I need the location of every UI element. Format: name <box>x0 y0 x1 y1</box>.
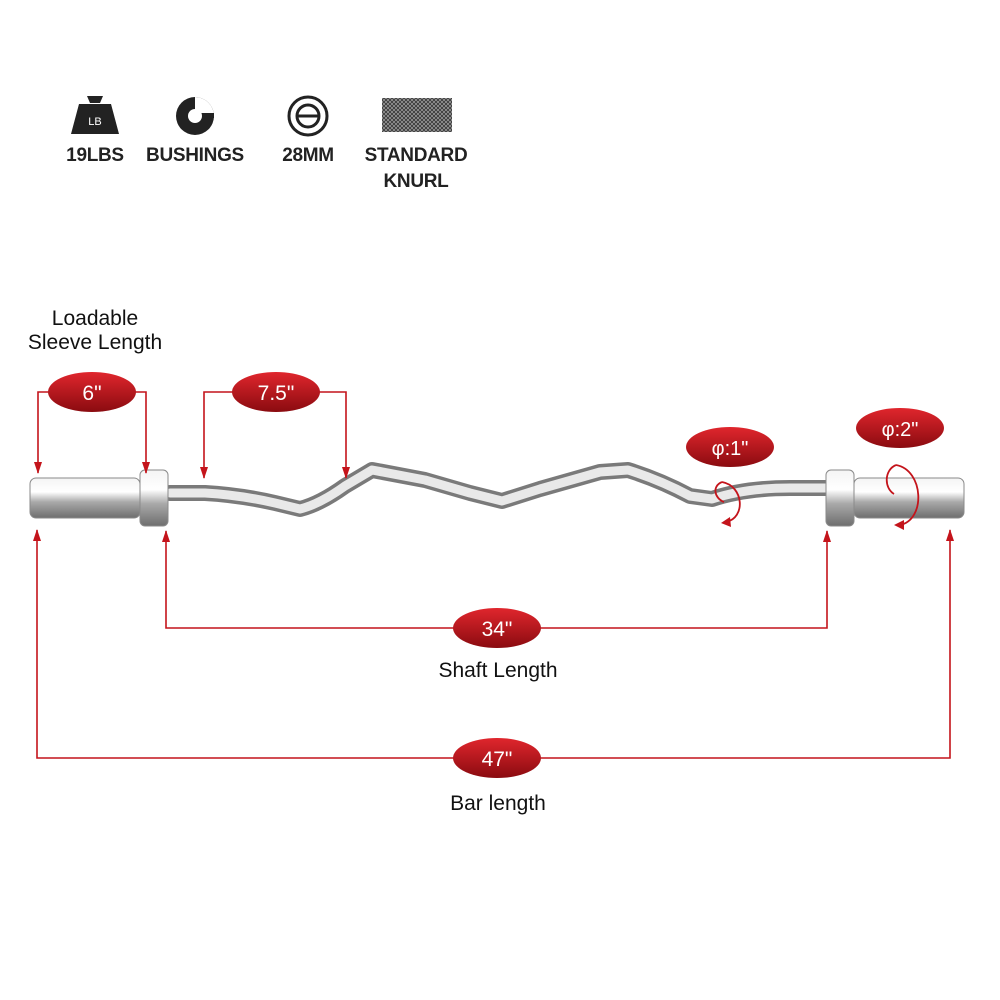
shaft-length-bracket: 34" <box>162 530 831 648</box>
bushing-icon <box>176 97 214 135</box>
sleeve-length-bracket: 6" <box>34 372 150 474</box>
spec-diameter: 28MM <box>268 92 348 169</box>
weight-icon: LB <box>71 96 119 134</box>
sleeve-diameter-marker: φ:2" <box>856 408 944 530</box>
shaft-diameter-marker: φ:1" <box>686 427 774 527</box>
shaft-length-badge <box>453 608 541 648</box>
left-collar <box>139 469 169 527</box>
sleeve-rotation-arrow <box>895 464 920 526</box>
bar-length-value: 47" <box>482 748 513 771</box>
sleeve-length-title-line2: Sleeve Length <box>27 331 163 354</box>
spec-diameter-label: 28MM <box>282 145 334 166</box>
shaft-diameter-value: φ:1" <box>712 438 749 460</box>
right-sleeve <box>853 477 965 519</box>
knurl-icon <box>382 98 452 132</box>
shaft-length-value: 34" <box>482 618 513 641</box>
sleeve-length-value: 6" <box>82 382 101 405</box>
bar-length-bracket: 47" <box>33 529 954 778</box>
shaft-rotation-arrow <box>721 481 741 523</box>
weight-icon-text: LB <box>88 116 101 128</box>
shaft-length-title: Shaft Length <box>438 659 558 682</box>
right-collar <box>825 469 855 527</box>
bar-length-title: Bar length <box>450 792 546 815</box>
sleeve-diameter-value: φ:2" <box>882 419 919 441</box>
grip-length-badge <box>232 372 320 412</box>
shaft-diameter-badge <box>686 427 774 467</box>
sleeve-length-title: Loadable Sleeve Length <box>0 307 190 355</box>
spec-weight: LB 19LBS <box>62 92 128 169</box>
barbell <box>29 462 965 527</box>
spec-bushings: BUSHINGS <box>140 92 250 169</box>
left-sleeve <box>29 477 141 519</box>
spec-bushings-label: BUSHINGS <box>146 145 244 166</box>
spec-knurl-label-2: KNURL <box>383 171 449 192</box>
spec-knurl-label-1: STANDARD <box>364 145 468 166</box>
sleeve-length-badge <box>48 372 136 412</box>
grip-length-value: 7.5" <box>258 382 295 405</box>
bar-length-badge <box>453 738 541 778</box>
spec-knurl: STANDARD KNURL <box>356 92 476 195</box>
grip-length-bracket: 7.5" <box>200 372 350 479</box>
sleeve-length-title-line1: Loadable <box>51 307 139 330</box>
spec-weight-label: 19LBS <box>66 145 124 166</box>
diameter-icon <box>287 95 329 137</box>
sleeve-diameter-badge <box>856 408 944 448</box>
